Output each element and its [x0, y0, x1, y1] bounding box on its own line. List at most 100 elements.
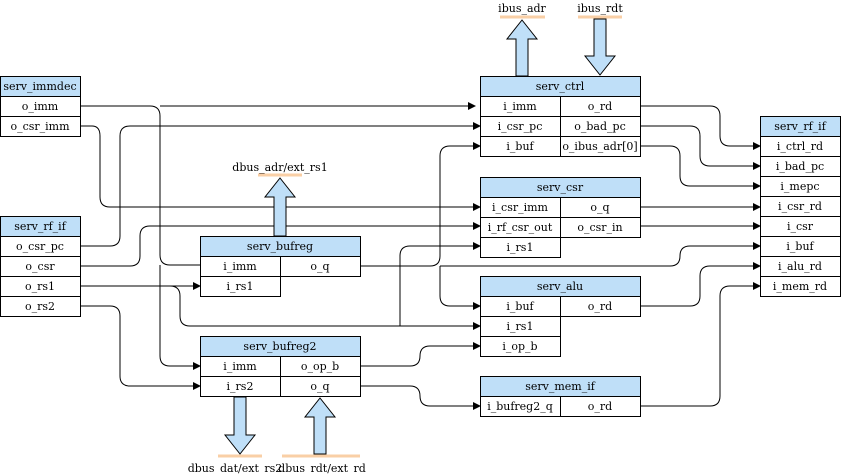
ibus-rdt-arrow: [583, 18, 617, 76]
port-i-csr-rd: i_csr_rd: [778, 200, 822, 213]
wire-immdec-csrimm-to-csr: [80, 125, 481, 211]
block-title: serv_bufreg2: [243, 340, 316, 353]
block-title: serv_immdec: [3, 80, 76, 93]
wire-immdec-imm-to-bufreg2: [159, 265, 201, 370]
block-serv-mem-if: serv_mem_if i_bufreg2_q o_rd: [480, 376, 641, 417]
wire-ctrl-ibusadr-to-rfif: [640, 145, 761, 190]
port-o-ibus-adr-0: o_ibus_adr[0]: [562, 140, 637, 153]
wire-rfif-csr-to-csr: [80, 222, 481, 267]
port-o-q: o_q: [310, 380, 329, 393]
port-i-csr-imm: i_csr_imm: [492, 201, 549, 214]
block-title: serv_alu: [537, 280, 583, 293]
wire-rfif-csrpc-to-ctrl: [80, 122, 481, 247]
block-serv-ctrl: serv_ctrl i_imm o_rd i_csr_pc o_bad_pc i_buf o…: [480, 76, 641, 157]
port-cell: [560, 217, 641, 238]
port-o-imm: o_imm: [22, 100, 59, 113]
blocks: serv_immdec o_imm o_csr_imm serv_rf_if o_csr…: [0, 76, 841, 417]
block-serv-csr: serv_csr i_csr_imm o_q i_rf_csr_out o_csr_in…: [480, 177, 641, 258]
ibus-adr-signal: ibus_adr: [498, 2, 547, 77]
port-o-rs2: o_rs2: [25, 300, 55, 313]
port-cell: [0, 116, 81, 137]
port-i-bufreg2-q: i_bufreg2_q: [487, 400, 553, 413]
port-cell: [560, 136, 641, 157]
block-title: serv_rf_if: [774, 120, 826, 133]
port-i-csr-pc: i_csr_pc: [498, 120, 543, 133]
port-cell: [200, 276, 281, 297]
block-serv-immdec: serv_immdec o_imm o_csr_imm: [0, 76, 81, 137]
port-o-csr-pc: o_csr_pc: [16, 240, 64, 253]
block-title: serv_rf_if: [14, 220, 66, 233]
port-o-csr-in: o_csr_in: [577, 221, 622, 234]
wire-bufreg-q-to-rfif: [440, 242, 761, 267]
port-cell: [480, 336, 561, 357]
port-i-op-b: i_op_b: [502, 340, 537, 353]
dbus-adr-label: dbus_adr/ext_rs1: [232, 161, 327, 174]
wire-rfif-rs2-to-bufreg2: [80, 305, 201, 390]
block-title: serv_csr: [537, 181, 584, 194]
port-i-rs1: i_rs1: [507, 241, 534, 254]
port-i-csr: i_csr: [787, 220, 814, 233]
dbus-dat-signal: dbus_dat/ext_rs2: [188, 396, 283, 474]
port-o-rd: o_rd: [588, 100, 612, 113]
port-o-bad-pc: o_bad_pc: [574, 120, 625, 133]
port-i-ctrl-rd: i_ctrl_rd: [777, 140, 823, 153]
external-signals: ibus_adr ibus_rdt dbus_adr/ext_rs1 dbus_…: [188, 2, 624, 474]
wire-bufreg2-opb-to-alu: [360, 342, 481, 367]
wire-ctrl-rd-to-rfif: [640, 105, 761, 150]
ibus-rdt-label: ibus_rdt: [577, 2, 623, 15]
port-cell: [280, 256, 361, 277]
port-i-rf-csr-out: i_rf_csr_out: [488, 221, 553, 234]
port-o-rd: o_rd: [588, 300, 612, 313]
wire-rfif-rs1-to-alu: [169, 285, 481, 330]
port-i-buf: i_buf: [506, 300, 534, 313]
dbus-rdt-arrow: [303, 397, 337, 455]
wire-bufreg-q-to-alu: [439, 266, 481, 310]
dbus-rdt-label: dbus_rdt/ext_rd: [278, 462, 366, 474]
dbus-dat-label: dbus_dat/ext_rs2: [188, 462, 283, 474]
port-i-bad-pc: i_bad_pc: [776, 160, 824, 173]
port-cell: [560, 296, 641, 317]
block-title: serv_ctrl: [536, 80, 585, 93]
wire-ctrl-badpc-to-rfif: [640, 125, 761, 170]
port-o-rd: o_rd: [588, 400, 612, 413]
port-i-alu-rd: i_alu_rd: [778, 260, 822, 273]
port-cell: [0, 296, 81, 317]
block-title: serv_mem_if: [525, 380, 596, 393]
wire-bufreg2-q-to-memif: [360, 385, 481, 410]
dbus-dat-arrow: [223, 396, 257, 455]
port-i-rs2: i_rs2: [227, 380, 254, 393]
port-o-q: o_q: [310, 260, 329, 273]
wire-rfif-rs1-to-csr: [399, 242, 481, 326]
port-i-mem-rd: i_mem_rd: [773, 280, 827, 293]
port-i-imm: i_imm: [503, 100, 537, 113]
port-i-buf: i_buf: [506, 140, 534, 153]
port-o-csr: o_csr: [25, 260, 55, 273]
ibus-adr-label: ibus_adr: [498, 2, 546, 15]
port-cell: [480, 237, 561, 258]
wires: [80, 105, 761, 410]
port-o-q: o_q: [590, 201, 609, 214]
block-serv-rf-if-right: serv_rf_if i_ctrl_rd i_bad_pc i_mepc i_csr_r…: [760, 116, 841, 297]
block-serv-rf-if-left: serv_rf_if o_csr_pc o_csr o_rs1 o_rs2: [0, 216, 81, 317]
dbus-adr-arrow: [263, 177, 297, 237]
wire-bufreg-q-to-ctrl: [360, 142, 481, 267]
block-title: serv_bufreg: [247, 240, 313, 253]
port-i-buf: i_buf: [786, 240, 814, 253]
port-i-imm: i_imm: [223, 260, 257, 273]
ibus-adr-arrow: [505, 19, 539, 77]
port-o-csr-imm: o_csr_imm: [10, 120, 70, 133]
port-i-mepc: i_mepc: [780, 180, 819, 193]
ibus-rdt-signal: ibus_rdt: [577, 2, 623, 76]
dbus-adr-signal: dbus_adr/ext_rs1: [232, 161, 328, 237]
port-cell: [560, 396, 641, 417]
wire-alu-rd-to-rfif: [640, 262, 761, 307]
wire-immdec-imm-to-ctrl: [80, 106, 475, 266]
port-i-rs1: i_rs1: [227, 280, 254, 293]
block-serv-bufreg: serv_bufreg i_imm o_q i_rs1: [200, 236, 361, 297]
port-o-rs1: o_rs1: [25, 280, 55, 293]
port-o-op-b: o_op_b: [301, 360, 339, 373]
port-i-rs1: i_rs1: [507, 320, 534, 333]
dbus-rdt-signal: dbus_rdt/ext_rd: [278, 397, 366, 474]
